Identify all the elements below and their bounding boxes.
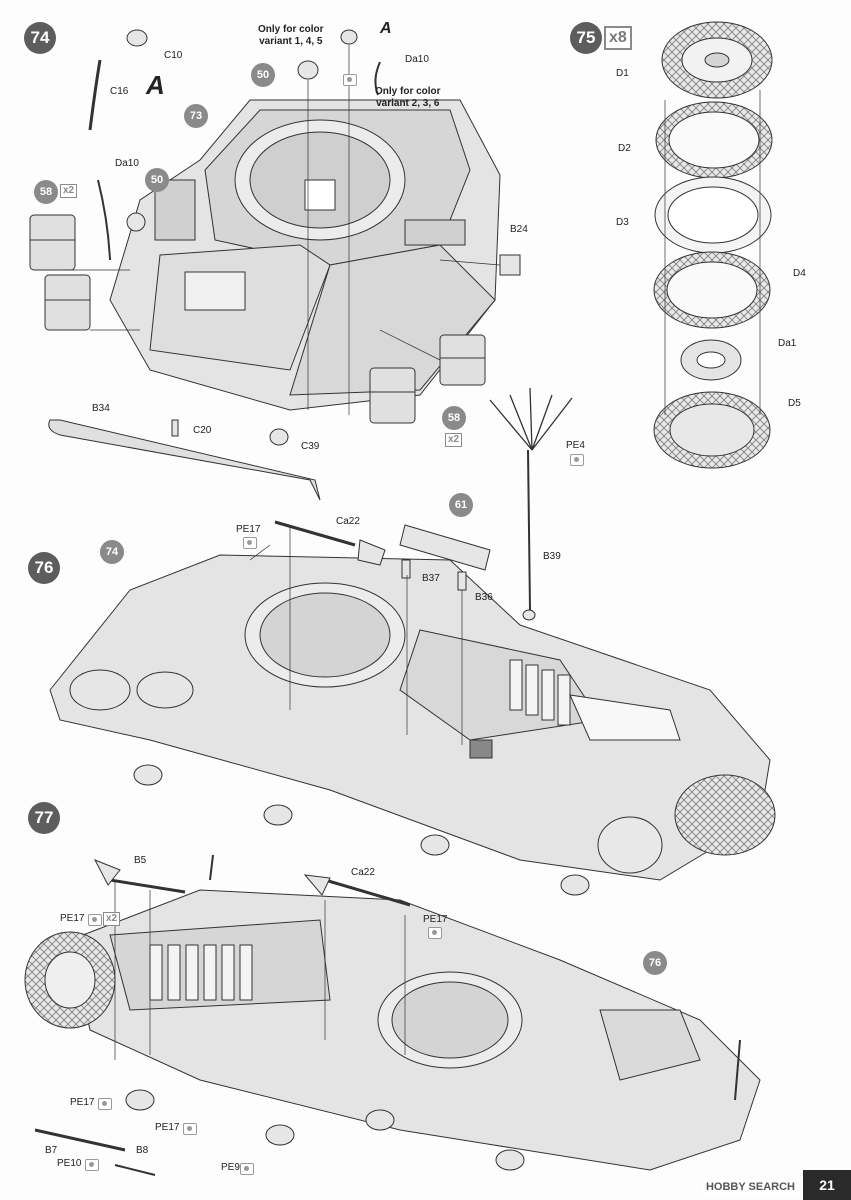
paint-icon <box>343 74 357 86</box>
part-label-c16: C16 <box>110 86 129 97</box>
part-label-b36: B36 <box>475 592 493 603</box>
part-label-b8: B8 <box>136 1145 149 1156</box>
variant-letter-small: A <box>380 20 392 37</box>
guide-lines-76 <box>249 525 463 745</box>
paint-icon <box>183 1123 197 1135</box>
ref-step-50-b: 50 <box>145 168 169 192</box>
ref-step-61: 61 <box>449 493 473 517</box>
step74-hull-drawing <box>109 99 501 411</box>
part-label-pe17-c: PE17 <box>423 914 448 925</box>
guide-lines-74 <box>60 45 501 415</box>
part-label-b34: B34 <box>92 403 110 414</box>
ref-step-73: 73 <box>184 104 208 128</box>
part-label-da1: Da1 <box>778 338 797 349</box>
step75-wheel-drawing <box>653 21 773 469</box>
part-label-d4: D4 <box>793 268 806 279</box>
part-label-c20: C20 <box>193 425 212 436</box>
step76-hull-drawing <box>49 554 776 896</box>
step-number-76: 76 <box>28 552 60 584</box>
ref-step-58-b: 58 <box>442 406 466 430</box>
paint-icon <box>240 1163 254 1175</box>
step-number-74: 74 <box>24 22 56 54</box>
part-label-pe9: PE9 <box>221 1162 240 1173</box>
part-label-d3: D3 <box>616 217 629 228</box>
part-label-d1: D1 <box>616 68 629 79</box>
part-label-pe10: PE10 <box>57 1158 82 1169</box>
guide-lines-77 <box>114 880 406 1060</box>
step77-hull-drawing <box>24 889 761 1171</box>
part-label-b7: B7 <box>45 1145 58 1156</box>
step77-parts <box>34 854 741 1176</box>
paint-icon <box>428 927 442 939</box>
variant-note-2: Only for color variant 2, 3, 6 <box>375 86 441 109</box>
multiplier-75: x8 <box>604 26 632 50</box>
part-label-c10: C10 <box>164 50 183 61</box>
part-label-da10-a: Da10 <box>405 54 429 65</box>
multiplier-58-a: x2 <box>60 184 78 198</box>
part-label-ca22-b: Ca22 <box>351 867 375 878</box>
paint-icon <box>85 1159 99 1171</box>
paint-icon <box>98 1098 112 1110</box>
bumper-part <box>48 419 321 501</box>
part-label-pe17-d: PE17 <box>70 1097 95 1108</box>
ref-step-50-a: 50 <box>251 63 275 87</box>
part-label-b5: B5 <box>134 855 147 866</box>
part-label-b37: B37 <box>422 573 440 584</box>
step-number-75: 75 <box>570 22 602 54</box>
part-label-pe4: PE4 <box>566 440 585 451</box>
multiplier-pe17: x2 <box>103 912 121 926</box>
jerry-cans-left <box>29 214 91 331</box>
small-parts-74 <box>88 29 521 446</box>
ref-step-76: 76 <box>643 951 667 975</box>
part-label-d5: D5 <box>788 398 801 409</box>
part-label-d2: D2 <box>618 143 631 154</box>
variant-note-1: Only for color variant 1, 4, 5 <box>258 24 324 47</box>
page-number: 21 <box>803 1170 851 1200</box>
ref-step-74: 74 <box>100 540 124 564</box>
part-label-pe17-a: PE17 <box>236 524 261 535</box>
paint-icon <box>243 537 257 549</box>
part-label-da10-b: Da10 <box>115 158 139 169</box>
step-number-77: 77 <box>28 802 60 834</box>
part-label-b24: B24 <box>510 224 528 235</box>
variant-letter-large: A <box>146 70 165 100</box>
paint-icon <box>570 454 584 466</box>
part-label-pe17-e: PE17 <box>155 1122 180 1133</box>
part-label-b39: B39 <box>543 551 561 562</box>
part-label-ca22-a: Ca22 <box>336 516 360 527</box>
step76-parts <box>274 387 573 621</box>
multiplier-58-b: x2 <box>445 433 463 447</box>
ref-step-58-a: 58 <box>34 180 58 204</box>
paint-icon <box>88 914 102 926</box>
watermark: HOBBY SEARCH <box>701 1180 799 1194</box>
part-label-pe17-b: PE17 <box>60 913 85 924</box>
part-label-c39: C39 <box>301 441 320 452</box>
